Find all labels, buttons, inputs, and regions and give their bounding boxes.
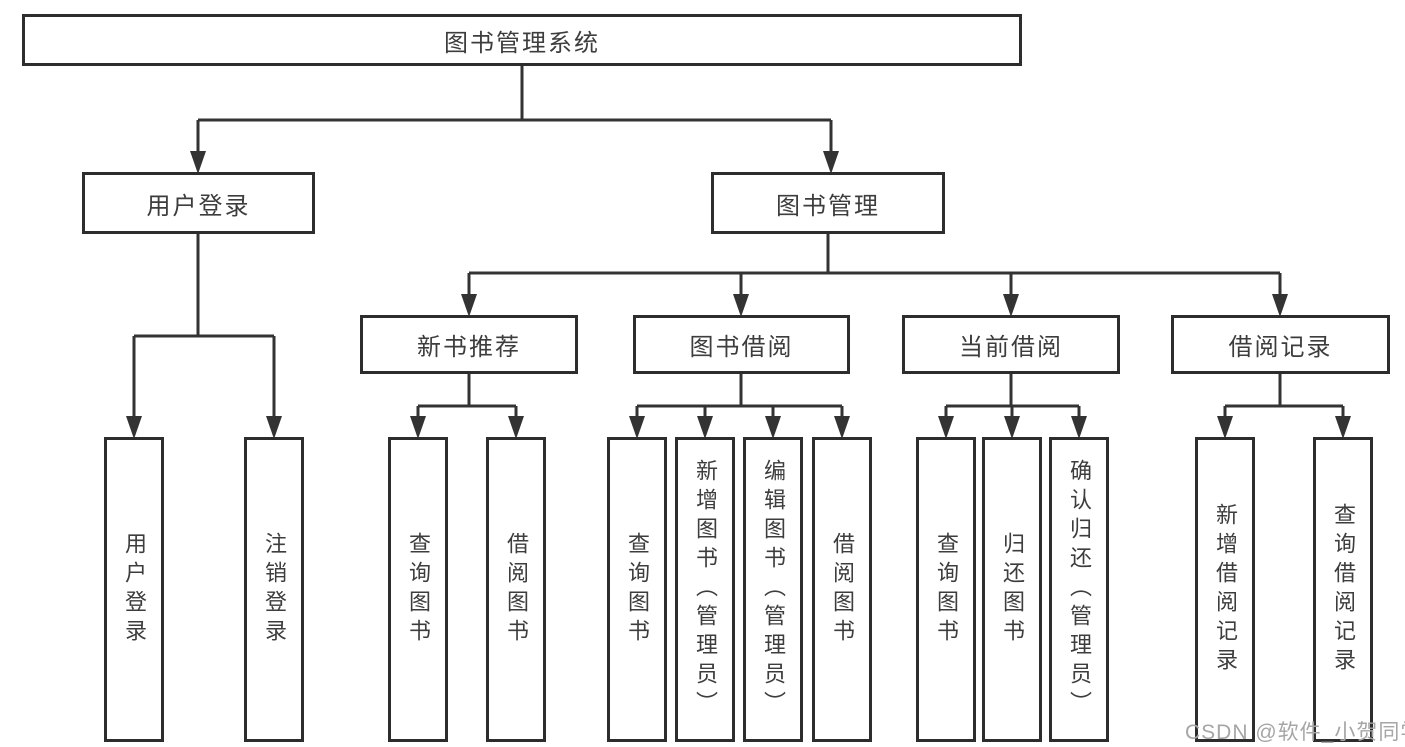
node-book-borrowing: 图书借阅 <box>633 315 850 374</box>
node-current-borrowing: 当前借阅 <box>902 315 1120 374</box>
node-label: 借阅记录 <box>1228 334 1333 361</box>
arrow-down-icon <box>938 416 954 439</box>
arrow-down-icon <box>629 416 645 439</box>
arrow-down-icon <box>765 416 781 439</box>
arrow-down-icon <box>1071 416 1087 439</box>
node-label: 图书管理系统 <box>444 29 600 57</box>
arrow-down-icon <box>834 416 850 439</box>
node-label: 注销登录 <box>262 531 287 648</box>
arrow-down-icon <box>1335 416 1351 439</box>
leaf-logout: 注销登录 <box>244 437 304 742</box>
node-label: 图书借阅 <box>689 334 794 361</box>
node-label: 用户登录 <box>122 531 147 648</box>
leaf-query-books-2: 查询图书 <box>607 437 667 742</box>
arrow-down-icon <box>1003 294 1019 317</box>
node-label: 用户登录 <box>146 192 251 220</box>
leaf-return-books: 归还图书 <box>982 437 1042 742</box>
leaf-borrow-books: 借阅图书 <box>486 437 546 742</box>
arrow-down-icon <box>126 416 142 439</box>
node-label: 新增图书（管理员） <box>693 459 718 720</box>
arrow-down-icon <box>1004 416 1020 439</box>
leaf-confirm-return-admin: 确认归还（管理员） <box>1049 437 1109 742</box>
arrow-down-icon <box>1217 416 1233 439</box>
node-label: 当前借阅 <box>959 334 1063 361</box>
arrow-down-icon <box>266 416 282 439</box>
node-label: 借阅图书 <box>504 531 529 648</box>
leaf-add-borrow-record: 新增借阅记录 <box>1195 437 1255 742</box>
node-borrowing-records: 借阅记录 <box>1171 315 1390 374</box>
node-user-login: 用户登录 <box>82 172 315 234</box>
arrow-down-icon <box>823 151 839 174</box>
node-label: 查询图书 <box>934 531 959 648</box>
node-library-management-system: 图书管理系统 <box>22 14 1022 66</box>
node-label: 图书管理 <box>776 192 880 220</box>
node-label: 新书推荐 <box>417 334 521 361</box>
leaf-query-books: 查询图书 <box>388 437 448 742</box>
leaf-query-borrow-record: 查询借阅记录 <box>1313 437 1373 742</box>
arrow-down-icon <box>733 294 749 317</box>
leaf-query-books-3: 查询图书 <box>916 437 976 742</box>
leaf-edit-book-admin: 编辑图书（管理员） <box>743 437 803 742</box>
node-label: 编辑图书（管理员） <box>761 459 786 720</box>
node-label: 查询借阅记录 <box>1331 502 1356 677</box>
arrow-down-icon <box>1272 294 1288 317</box>
arrow-down-icon <box>697 416 713 439</box>
arrow-down-icon <box>190 151 206 174</box>
node-label: 确认归还（管理员） <box>1067 459 1092 720</box>
connector-lines <box>132 66 1345 421</box>
leaf-borrow-books-2: 借阅图书 <box>812 437 872 742</box>
node-label: 归还图书 <box>1000 531 1025 648</box>
node-label: 查询图书 <box>625 531 650 648</box>
arrow-down-icon <box>508 416 524 439</box>
leaf-user-login: 用户登录 <box>104 437 164 742</box>
arrow-down-icon <box>410 416 426 439</box>
node-label: 查询图书 <box>406 531 431 648</box>
csdn-watermark: CSDN @软件_小贺同学 <box>1185 721 1405 744</box>
node-book-management: 图书管理 <box>711 172 945 234</box>
arrow-down-icon <box>461 294 477 317</box>
node-label: 借阅图书 <box>830 531 855 648</box>
arrowheads <box>126 151 1351 439</box>
leaf-add-book-admin: 新增图书（管理员） <box>675 437 735 742</box>
node-label: 新增借阅记录 <box>1213 502 1238 677</box>
node-new-book-recommendation: 新书推荐 <box>360 315 578 374</box>
